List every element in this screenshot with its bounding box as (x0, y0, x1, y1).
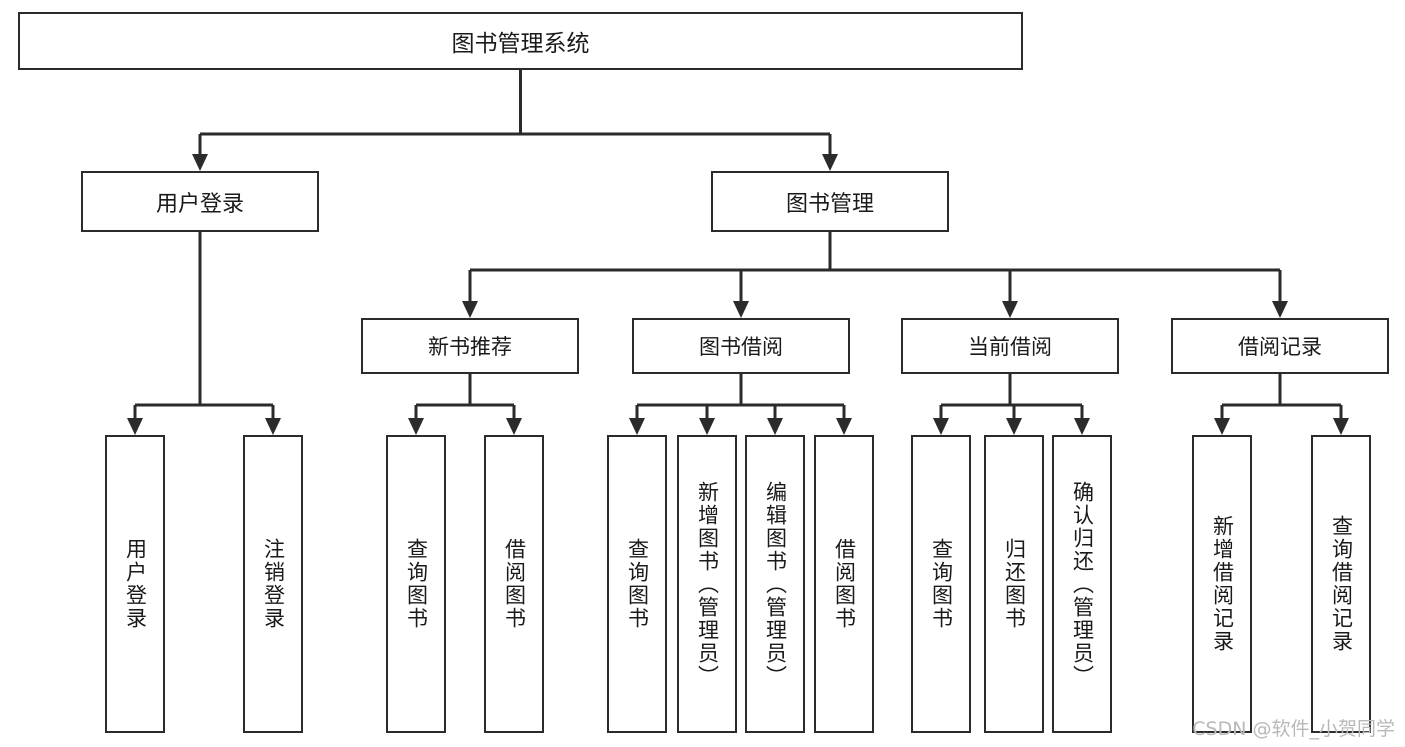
node-label: 编辑图书（管理员） (763, 480, 788, 688)
node-label: 确认归还（管理员） (1070, 480, 1095, 688)
node-label: 查询图书 (404, 538, 429, 630)
node-label: 用户登录 (155, 191, 244, 217)
leaf-query-book-1[interactable]: 查询图书 (386, 435, 446, 733)
node-label: 新增借阅记录 (1210, 515, 1235, 653)
leaf-add-record[interactable]: 新增借阅记录 (1192, 435, 1252, 733)
leaf-logout[interactable]: 注销登录 (243, 435, 303, 733)
node-label: 新增图书（管理员） (695, 480, 720, 688)
leaf-query-book-3[interactable]: 查询图书 (911, 435, 971, 733)
node-label: 图书管理系统 (451, 31, 590, 57)
node-new-book-rec[interactable]: 新书推荐 (361, 318, 579, 374)
node-label: 新书推荐 (428, 335, 512, 359)
node-borrow-record[interactable]: 借阅记录 (1171, 318, 1389, 374)
node-label: 查询图书 (625, 538, 650, 630)
leaf-borrow-book-2[interactable]: 借阅图书 (814, 435, 874, 733)
leaf-query-book-2[interactable]: 查询图书 (607, 435, 667, 733)
node-label: 借阅记录 (1238, 335, 1322, 359)
node-label: 图书借阅 (699, 335, 783, 359)
leaf-confirm-return[interactable]: 确认归还（管理员） (1052, 435, 1112, 733)
node-user-login[interactable]: 用户登录 (81, 171, 319, 232)
node-label: 查询借阅记录 (1329, 515, 1354, 653)
node-label: 用户登录 (123, 538, 148, 630)
node-book-borrow[interactable]: 图书借阅 (632, 318, 850, 374)
node-label: 借阅图书 (502, 538, 527, 630)
watermark-text: CSDN @软件_小贺同学 (1192, 718, 1395, 740)
node-label: 当前借阅 (968, 335, 1052, 359)
leaf-edit-book[interactable]: 编辑图书（管理员） (745, 435, 805, 733)
node-current-borrow[interactable]: 当前借阅 (901, 318, 1119, 374)
node-label: 借阅图书 (832, 538, 857, 630)
leaf-return-book[interactable]: 归还图书 (984, 435, 1044, 733)
node-label: 图书管理 (785, 191, 874, 217)
leaf-borrow-book-1[interactable]: 借阅图书 (484, 435, 544, 733)
leaf-user-login[interactable]: 用户登录 (105, 435, 165, 733)
node-book-manage[interactable]: 图书管理 (711, 171, 949, 232)
leaf-query-record[interactable]: 查询借阅记录 (1311, 435, 1371, 733)
node-label: 注销登录 (261, 538, 286, 630)
node-label: 查询图书 (929, 538, 954, 630)
node-root[interactable]: 图书管理系统 (18, 12, 1023, 70)
leaf-add-book[interactable]: 新增图书（管理员） (677, 435, 737, 733)
node-label: 归还图书 (1002, 538, 1027, 630)
